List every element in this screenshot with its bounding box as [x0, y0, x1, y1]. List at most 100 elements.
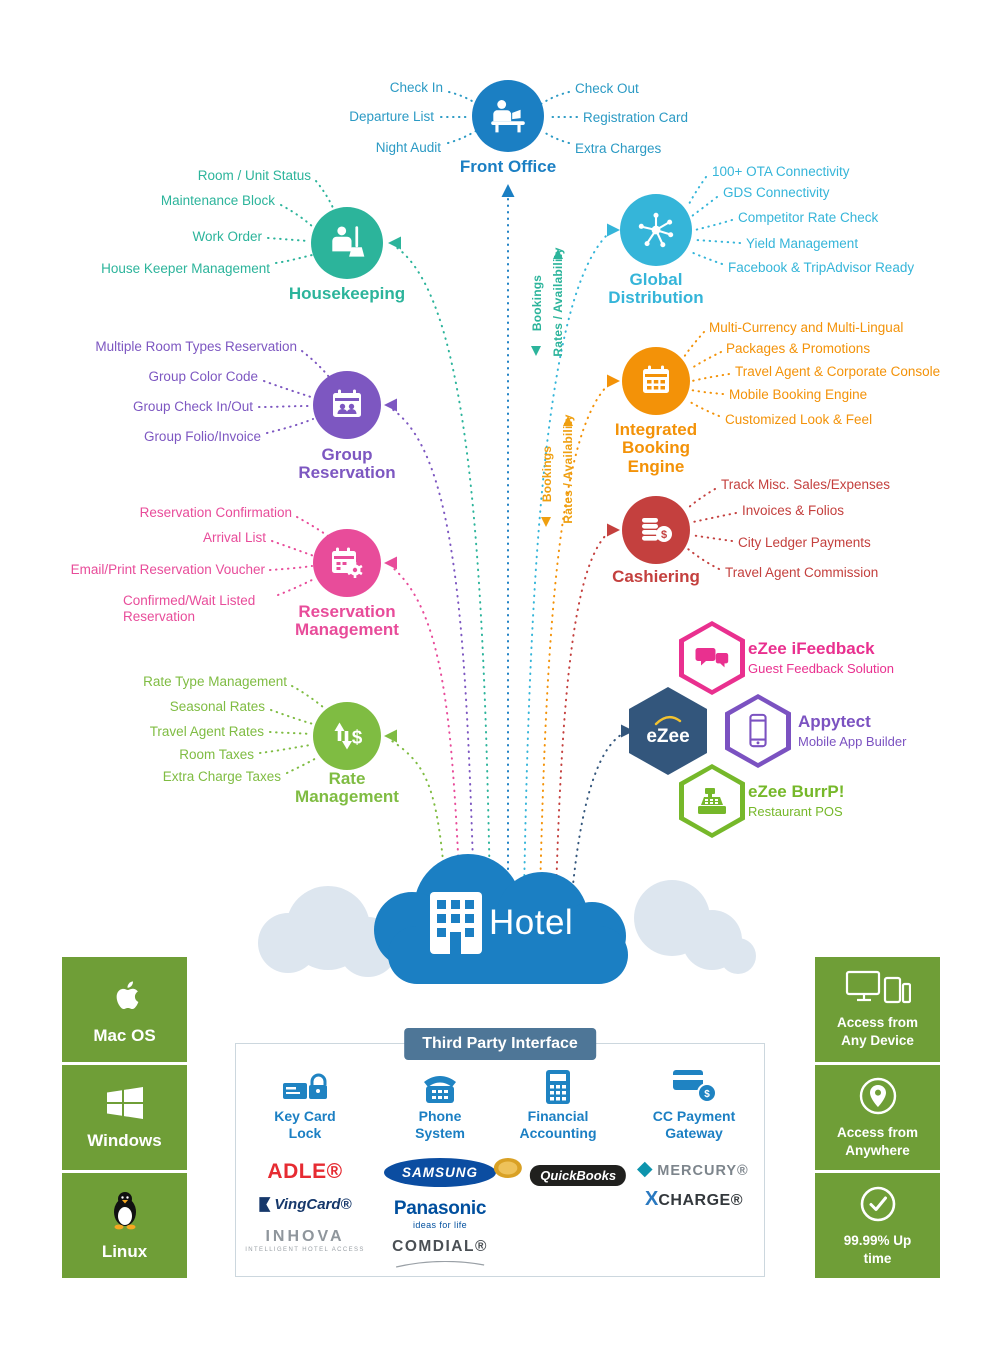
- feature-label: Confirmed/Wait Listed Reservation: [123, 593, 256, 624]
- feature-label: Multiple Room Types Reservation: [95, 339, 297, 354]
- booking-calendar-icon: [643, 365, 669, 393]
- access-label: 99.99% Up time: [843, 1233, 912, 1266]
- feature-label: Maintenance Block: [160, 193, 275, 208]
- feature-label: Room Taxes: [179, 747, 254, 762]
- rate-management-title: Rate Management: [295, 769, 399, 807]
- booking-engine-title: Integrated Booking Engine: [614, 420, 698, 476]
- coins-icon: $: [642, 518, 672, 542]
- tp-category-label: Phone System: [415, 1108, 465, 1142]
- platform-label: Mac OS: [93, 1025, 156, 1045]
- feature-label: Email/Print Reservation Voucher: [70, 562, 265, 577]
- rate-management-node: $: [313, 702, 381, 770]
- appytect-subtitle: Mobile App Builder: [798, 734, 907, 749]
- feature-label: Travel Agent Commission: [725, 565, 879, 580]
- comdial-logo-text: COMDIAL®: [392, 1238, 488, 1255]
- inhova-tagline: INTELLIGENT HOTEL ACCESS: [245, 1247, 365, 1253]
- feature-label: Customized Look & Feel: [725, 412, 873, 427]
- location-pin-icon: [859, 1078, 896, 1115]
- adle-logo: ADLE®: [267, 1160, 342, 1184]
- arrowheads: [384, 184, 634, 743]
- svg-text:$: $: [661, 529, 667, 541]
- comdial-swoosh-icon: [395, 1260, 485, 1268]
- feature-label: House Keeper Management: [101, 261, 270, 276]
- feature-label: Extra Charge Taxes: [162, 769, 281, 784]
- booking-engine-node: [622, 347, 690, 415]
- svg-text:$: $: [352, 728, 363, 749]
- housekeeping-node: [311, 207, 383, 279]
- feature-label: Room / Unit Status: [197, 168, 311, 183]
- appytect-hexagon: [725, 694, 791, 768]
- uptime-check-icon: [860, 1187, 895, 1222]
- hotel-cloud: [258, 854, 756, 984]
- mercury-diamond-icon: [636, 1161, 653, 1178]
- reservation-management-node: [313, 529, 381, 597]
- network-hub-icon: [638, 212, 674, 248]
- feature-label: Registration Card: [583, 110, 689, 125]
- reservation-management-title: Reservation Management: [295, 602, 399, 640]
- devices-icon: [845, 971, 911, 1004]
- burrp-subtitle: Restaurant POS: [748, 804, 843, 819]
- calendar-gear-icon: [332, 547, 363, 578]
- flow-label-rates-bottom: Rates / Availability: [561, 414, 575, 524]
- feature-label: Travel Agent & Corporate Console: [735, 364, 941, 379]
- cash-register-icon: [698, 788, 726, 814]
- platform-windows: Windows: [62, 1065, 187, 1170]
- feature-label: GDS Connectivity: [723, 185, 830, 200]
- panasonic-logo-text: Panasonic: [393, 1198, 487, 1219]
- flow-label-bookings-top: Bookings: [530, 274, 544, 332]
- mercury-logo: MERCURY®: [636, 1161, 749, 1180]
- credit-card-icon: $: [671, 1068, 717, 1109]
- group-reservation-node: [313, 371, 381, 439]
- feature-label: Arrival List: [202, 530, 266, 545]
- cashiering-title: Cashiering: [612, 567, 700, 586]
- feature-label: Check Out: [575, 81, 639, 96]
- access-any-device: Access from Any Device: [815, 957, 940, 1062]
- feature-label: Reservation Confirmation: [139, 505, 292, 520]
- front-office-title: Front Office: [459, 157, 557, 176]
- inhova-logo: INHOVA INTELLIGENT HOTEL ACCESS: [245, 1228, 365, 1253]
- svg-text:$: $: [704, 1089, 710, 1100]
- smartphone-icon: [749, 713, 767, 748]
- panasonic-logo: Panasonic ideas for life: [393, 1198, 487, 1230]
- ezee-hub-label: eZee: [646, 726, 690, 747]
- cashiering-node: $: [622, 496, 690, 564]
- feature-label: Night Audit: [375, 140, 441, 155]
- windows-icon: [106, 1086, 143, 1119]
- calculator-icon: [544, 1068, 572, 1111]
- vingcard-logo-text: VingCard®: [274, 1196, 352, 1213]
- appytect-title: Appytect: [798, 712, 871, 731]
- ifeedback-subtitle: Guest Feedback Solution: [748, 661, 894, 676]
- burrp-title: eZee BurrP!: [748, 782, 845, 801]
- flow-label-rates-top: Rates / Availability: [551, 247, 565, 357]
- feature-label: Multi-Currency and Multi-Lingual: [709, 320, 904, 335]
- platform-label: Linux: [101, 1241, 148, 1261]
- tp-category-label: Key Card Lock: [274, 1108, 336, 1142]
- flow-label-bookings-bottom: Bookings: [540, 445, 554, 503]
- front-office-node: [472, 80, 544, 152]
- vingcard-logo: VingCard®: [258, 1196, 352, 1218]
- feature-label: Track Misc. Sales/Expenses: [721, 477, 891, 492]
- linux-penguin-icon: [113, 1191, 136, 1230]
- hotel-building-icon: [430, 892, 482, 954]
- xcharge-x-text: X: [645, 1188, 659, 1210]
- mercury-logo-text: MERCURY®: [657, 1163, 749, 1179]
- hotel-label: Hotel: [489, 903, 574, 942]
- chat-bubbles-icon: [695, 648, 729, 668]
- tp-category-label: Financial Accounting: [519, 1108, 597, 1142]
- tp-category-label: CC Payment Gateway: [652, 1108, 736, 1142]
- feature-label: Invoices & Folios: [742, 503, 845, 518]
- feature-label: Extra Charges: [575, 141, 662, 156]
- comdial-logo: COMDIAL®: [392, 1238, 488, 1274]
- feature-label: City Ledger Payments: [738, 535, 871, 550]
- apple-icon: [116, 981, 138, 1009]
- access-anywhere: Access from Anywhere: [815, 1065, 940, 1170]
- feature-label: Group Check In/Out: [132, 399, 253, 414]
- feature-label: Rate Type Management: [143, 674, 287, 689]
- feature-label: Work Order: [192, 229, 262, 244]
- samsung-logo: SAMSUNG: [383, 1158, 497, 1187]
- quickbooks-logo-text: QuickBooks: [530, 1165, 627, 1186]
- quickbooks-logo: QuickBooks: [490, 1156, 627, 1186]
- front-desk-icon: [491, 100, 525, 133]
